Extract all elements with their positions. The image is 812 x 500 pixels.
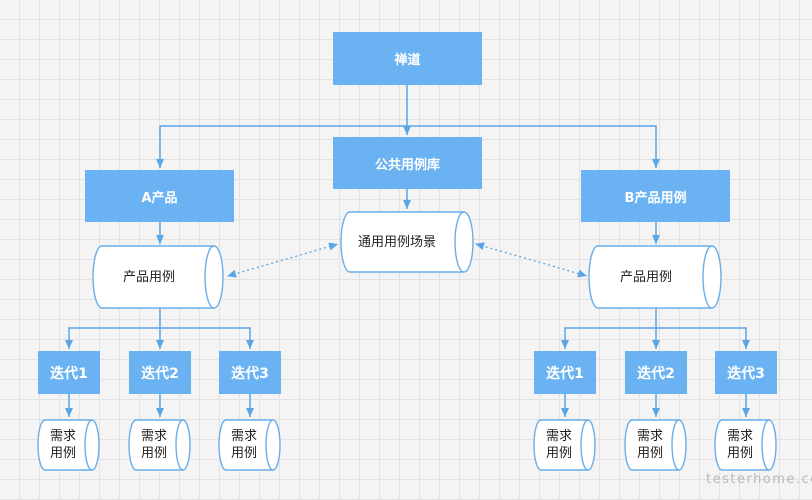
connector-a-to-iter3 — [160, 327, 254, 349]
label-common-scenarios[interactable]: 通用用例场景 — [357, 234, 436, 250]
connector-b-to-iter3 — [656, 327, 750, 349]
b-req-cylinder-3 — [714, 419, 777, 471]
connector-root-to-b — [407, 125, 660, 168]
node-product-a[interactable]: A产品 — [85, 170, 234, 222]
node-b-iteration-1[interactable]: 迭代1 — [534, 351, 596, 394]
b-req-cylinder-2 — [624, 419, 687, 471]
a-cases-cylinder — [92, 245, 224, 309]
label-a-req-3[interactable]: 需求用例 — [230, 429, 257, 461]
node-b-iteration-3[interactable]: 迭代3 — [715, 351, 777, 394]
a-req-cylinder-2 — [128, 419, 191, 471]
b-req-cylinder-1 — [533, 419, 596, 471]
label-a-req-1[interactable]: 需求用例 — [49, 429, 76, 461]
node-a-iteration-1[interactable]: 迭代1 — [38, 351, 100, 394]
a-req-cylinder-3 — [218, 419, 281, 471]
label-b-product-cases[interactable]: 产品用例 — [619, 269, 672, 285]
label-a-req-2[interactable]: 需求用例 — [140, 429, 167, 461]
node-root[interactable]: 禅道 — [333, 32, 482, 85]
node-a-iteration-2[interactable]: 迭代2 — [129, 351, 191, 394]
a-req-cylinder-1 — [37, 419, 100, 471]
node-a-iteration-3[interactable]: 迭代3 — [219, 351, 281, 394]
common-scenarios-cylinder — [340, 211, 474, 273]
b-cases-cylinder — [588, 245, 722, 309]
label-b-req-3[interactable]: 需求用例 — [726, 429, 753, 461]
connector-b-to-iter1 — [561, 327, 656, 349]
dotted-link-scenarios-b — [475, 242, 588, 278]
node-product-b-cases[interactable]: B产品用例 — [581, 170, 730, 222]
label-b-req-2[interactable]: 需求用例 — [636, 429, 663, 461]
dotted-link-scenarios-a — [227, 242, 339, 278]
connector-root-to-a — [156, 125, 407, 168]
node-b-iteration-2[interactable]: 迭代2 — [625, 351, 687, 394]
watermark: testerhome.com — [706, 472, 812, 487]
node-common-library[interactable]: 公共用例库 — [333, 137, 482, 189]
connector-a-to-iter1 — [65, 327, 160, 349]
label-a-product-cases[interactable]: 产品用例 — [122, 269, 175, 285]
label-b-req-1[interactable]: 需求用例 — [545, 429, 572, 461]
